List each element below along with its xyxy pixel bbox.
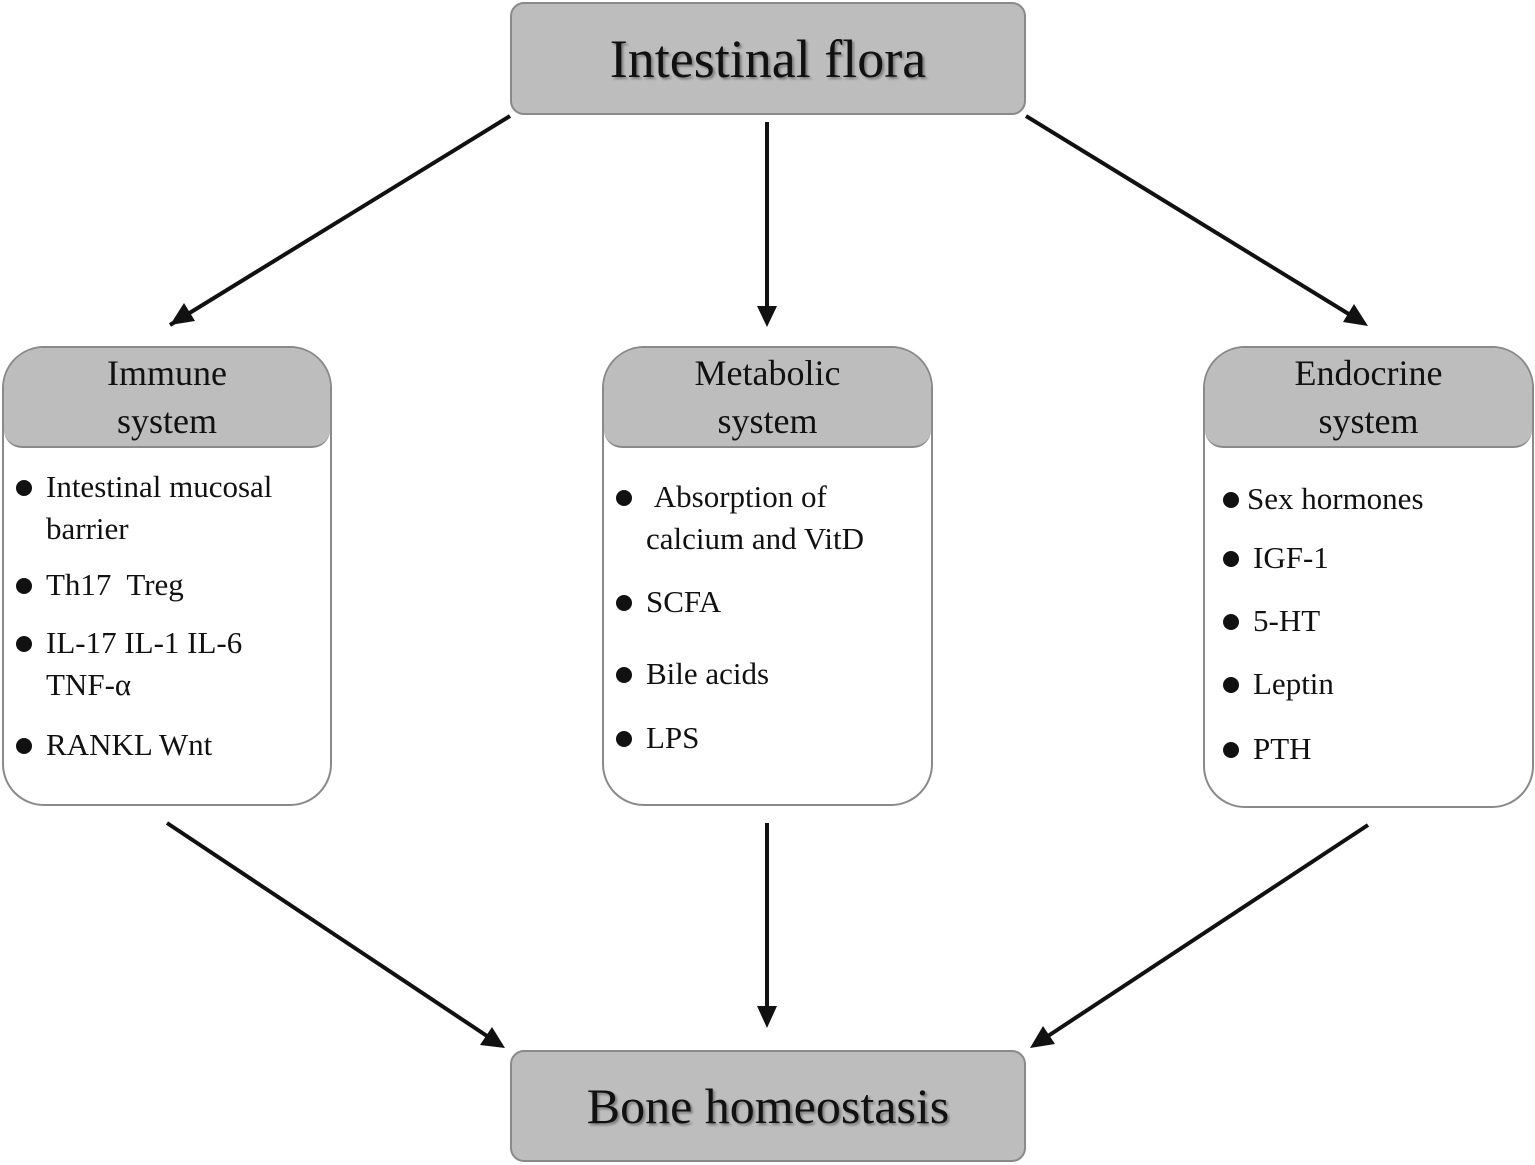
- bone-homeostasis-label: Bone homeostasis: [586, 1078, 950, 1134]
- arrow-flora-to-endocrine: [1024, 114, 1368, 326]
- endocrine-item-2-text: IGF-1: [1253, 540, 1329, 575]
- immune-item-3: IL-17 IL-1 IL-6 TNF-α: [16, 622, 242, 706]
- bullet-icon: [16, 578, 32, 594]
- immune-system-title-line1: Immune: [107, 353, 227, 393]
- metabolic-system-title-line2: system: [717, 401, 818, 441]
- endocrine-item-5-text: PTH: [1253, 731, 1312, 766]
- metabolic-system-header: Metabolic system: [604, 348, 931, 448]
- bullet-icon: [1223, 677, 1239, 693]
- bullet-icon: [616, 595, 632, 611]
- bullet-icon: [1223, 492, 1239, 508]
- endocrine-system-title-line2: system: [1318, 401, 1419, 441]
- metabolic-item-3: Bile acids: [616, 653, 769, 695]
- endocrine-item-1: Sex hormones: [1223, 478, 1424, 520]
- immune-item-2-text: Th17 Treg: [46, 567, 184, 602]
- endocrine-system-box: Endocrine system Sex hormones IGF-1 5-HT…: [1203, 346, 1534, 808]
- endocrine-item-5: PTH: [1223, 728, 1312, 770]
- arrow-flora-to-immune: [168, 114, 512, 327]
- immune-system-box: Immune system Intestinal mucosal barrier…: [2, 346, 332, 806]
- bullet-icon: [16, 636, 32, 652]
- immune-item-4-text: RANKL Wnt: [46, 727, 213, 762]
- metabolic-item-4: LPS: [616, 717, 699, 759]
- bullet-icon: [616, 731, 632, 747]
- immune-item-1: Intestinal mucosal barrier: [16, 466, 272, 550]
- intestinal-flora-label: Intestinal flora: [609, 28, 927, 89]
- metabolic-system-box: Metabolic system Absorption of calcium a…: [602, 346, 933, 806]
- bullet-icon: [16, 738, 32, 754]
- endocrine-system-title-line1: Endocrine: [1294, 353, 1443, 393]
- arrow-endocrine-to-bone: [1030, 823, 1370, 1048]
- immune-system-title-line2: system: [116, 401, 217, 441]
- endocrine-item-3: 5-HT: [1223, 600, 1320, 642]
- immune-item-3-text: IL-17 IL-1 IL-6 TNF-α: [46, 625, 243, 702]
- bullet-icon: [1223, 551, 1239, 567]
- metabolic-item-3-text: Bile acids: [646, 656, 770, 691]
- endocrine-system-header: Endocrine system: [1205, 348, 1532, 448]
- endocrine-item-1-text: Sex hormones: [1247, 481, 1424, 516]
- endocrine-item-2: IGF-1: [1223, 537, 1329, 579]
- arrow-flora-to-metabolic: [757, 122, 777, 327]
- metabolic-system-title-line1: Metabolic: [694, 353, 841, 393]
- immune-item-2: Th17 Treg: [16, 564, 184, 606]
- arrow-metabolic-to-bone: [757, 823, 777, 1028]
- endocrine-item-4-text: Leptin: [1253, 666, 1334, 701]
- bullet-icon: [16, 480, 32, 496]
- immune-item-4: RANKL Wnt: [16, 724, 212, 766]
- bullet-icon: [616, 667, 632, 683]
- immune-item-1-text: Intestinal mucosal barrier: [46, 469, 273, 546]
- immune-system-header: Immune system: [4, 348, 330, 448]
- metabolic-item-2-text: SCFA: [646, 584, 722, 619]
- metabolic-item-4-text: LPS: [646, 720, 700, 755]
- bullet-icon: [616, 490, 632, 506]
- metabolic-item-1: Absorption of calcium and VitD: [616, 476, 864, 560]
- endocrine-item-3-text: 5-HT: [1253, 603, 1321, 638]
- endocrine-item-4: Leptin: [1223, 663, 1334, 705]
- arrow-immune-to-bone: [165, 821, 505, 1048]
- metabolic-item-2: SCFA: [616, 581, 721, 623]
- intestinal-flora-node: Intestinal flora: [510, 2, 1026, 115]
- bullet-icon: [1223, 614, 1239, 630]
- metabolic-item-1-text: Absorption of calcium and VitD: [646, 479, 864, 556]
- bone-homeostasis-node: Bone homeostasis: [510, 1050, 1026, 1162]
- bullet-icon: [1223, 742, 1239, 758]
